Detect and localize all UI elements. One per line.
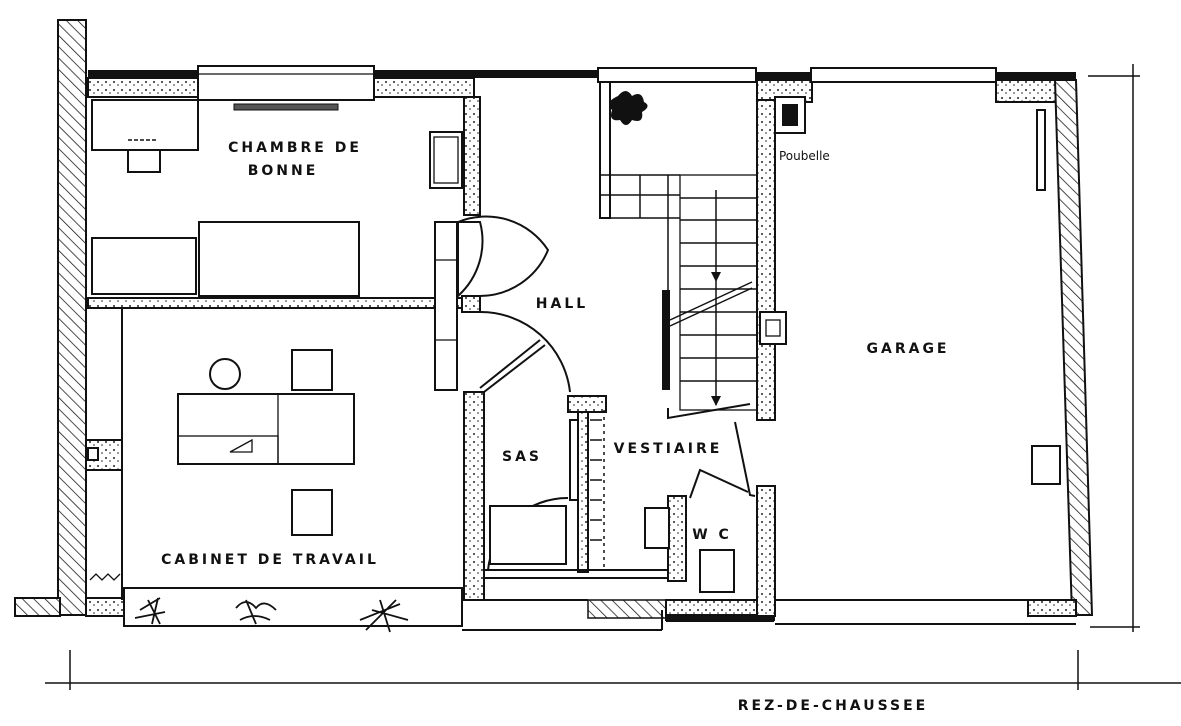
- left-wall: [57, 19, 87, 616]
- chair-top: [291, 349, 333, 391]
- sink-vestiaire: [644, 507, 670, 549]
- cupboard-hall: [434, 221, 458, 391]
- wardrobe-chambre: [198, 221, 360, 297]
- left-wall-stub: [14, 597, 61, 617]
- desk-chambre: [91, 99, 199, 151]
- label-chambre-1: CHAMBRE DE: [228, 140, 362, 156]
- planter: [123, 587, 463, 627]
- window-top-chambre: [197, 65, 375, 101]
- bed-chambre: [91, 237, 197, 295]
- label-sas: SAS: [502, 449, 542, 465]
- round-table: [209, 358, 241, 390]
- label-poubelle: Poubelle: [779, 149, 830, 163]
- label-cabinet: CABINET DE TRAVAIL: [161, 552, 379, 568]
- plants: [134, 597, 409, 633]
- bottom-right-wall: [1027, 599, 1077, 617]
- label-vestiaire: VESTIAIRE: [614, 441, 723, 457]
- staircase: [600, 174, 758, 420]
- wall-garage-lower: [756, 485, 776, 617]
- furniture: [87, 91, 1061, 633]
- label-wc: W C: [692, 527, 732, 543]
- wall-garage-upper: [756, 99, 776, 421]
- window-top-hall: [597, 67, 757, 83]
- desk-cabinet: [177, 393, 355, 465]
- toilet: [699, 549, 735, 593]
- sink-chambre: [429, 131, 463, 189]
- window-top-garage: [810, 67, 997, 83]
- chair-bottom: [291, 489, 333, 536]
- wall-sas-left: [463, 391, 485, 601]
- bench-sas: [489, 505, 567, 565]
- label-garage: GARAGE: [867, 341, 950, 357]
- sink-garage: [1031, 445, 1061, 485]
- dimension-lines: [45, 64, 1181, 690]
- plan-title: REZ-DE-CHAUSSEE: [738, 698, 928, 714]
- wall-chambre-cabinet: [87, 297, 465, 309]
- wall-sas-right: [577, 411, 589, 573]
- top-wall-strip: [88, 70, 198, 78]
- outer-walls: [14, 19, 1094, 631]
- label-hall: HALL: [536, 296, 588, 312]
- right-wall: [1053, 79, 1094, 616]
- label-chambre-2: BONNE: [248, 163, 319, 179]
- plant-icon: [609, 91, 648, 125]
